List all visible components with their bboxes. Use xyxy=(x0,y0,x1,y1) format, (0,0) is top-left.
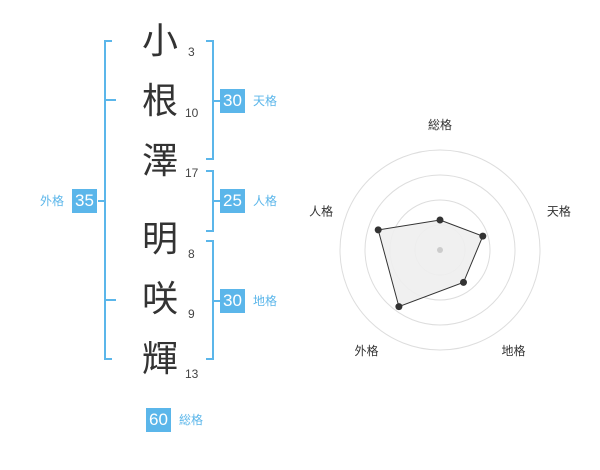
radar-grid-ring-4 xyxy=(339,149,541,351)
jinkaku-bracket-tick xyxy=(214,200,220,202)
radar-point-5 xyxy=(374,226,382,234)
kanji-1: 小 xyxy=(141,21,178,62)
chikaku-bracket xyxy=(206,240,214,360)
jinkaku-score: 25 xyxy=(220,189,245,213)
radar-point-3 xyxy=(460,278,467,286)
stroke-count-4: 8 xyxy=(188,247,195,261)
tenkaku-bracket-tick xyxy=(214,100,220,102)
radar-center-dot xyxy=(437,247,443,253)
gaikaku-bracket xyxy=(104,40,112,360)
radar-grid-ring-3 xyxy=(364,174,516,326)
gaikaku-label: 外格 xyxy=(40,194,65,208)
tenkaku-score: 30 xyxy=(220,89,245,113)
tenkaku-bracket xyxy=(206,40,214,160)
radar-data-polygon xyxy=(377,219,484,308)
soukaku-score: 60 xyxy=(146,408,171,432)
bracket-mark-2 xyxy=(104,99,116,101)
gaikaku-bracket-tick xyxy=(98,200,104,202)
stroke-count-3: 17 xyxy=(185,166,199,180)
chikaku-score: 30 xyxy=(220,289,245,313)
kanji-6: 輝 xyxy=(141,339,178,380)
gaikaku-score: 35 xyxy=(72,189,97,213)
stroke-count-1: 3 xyxy=(188,45,195,59)
chikaku-label: 地格 xyxy=(253,294,278,308)
kanji-3: 澤 xyxy=(141,141,178,182)
radar-axis-label-4: 外格 xyxy=(354,343,378,358)
stroke-count-5: 9 xyxy=(188,307,195,321)
radar-axis-label-2: 天格 xyxy=(547,203,571,218)
stroke-count-2: 10 xyxy=(185,106,199,120)
radar-point-1 xyxy=(436,216,444,224)
kanji-4: 明 xyxy=(141,219,178,260)
tenkaku-label: 天格 xyxy=(253,94,278,108)
radar-axis-label-3: 地格 xyxy=(501,343,525,358)
chikaku-bracket-tick xyxy=(214,300,220,302)
jinkaku-label: 人格 xyxy=(253,194,278,208)
soukaku-label: 総格 xyxy=(179,413,204,427)
kanji-2: 根 xyxy=(141,81,178,122)
jinkaku-bracket xyxy=(206,170,214,232)
kanji-5: 咲 xyxy=(141,279,178,320)
radar-axis-label-1: 総格 xyxy=(428,117,452,132)
radar-axis-label-5: 人格 xyxy=(309,203,333,218)
stroke-count-6: 13 xyxy=(185,367,199,381)
radar-point-2 xyxy=(479,232,487,240)
radar-point-4 xyxy=(395,303,403,311)
bracket-mark-5 xyxy=(104,299,116,301)
